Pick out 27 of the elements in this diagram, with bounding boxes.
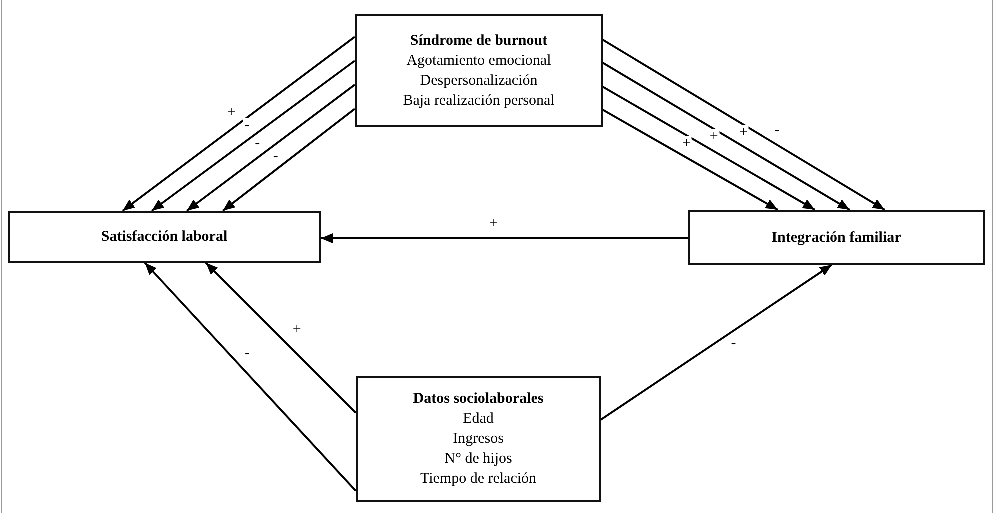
arrow xyxy=(205,262,357,414)
arrow xyxy=(602,86,816,211)
variable-label: Baja realización personal xyxy=(403,92,555,110)
box-heading: Datos sociolaborales xyxy=(413,390,544,409)
variable-label: Agotamiento emocional xyxy=(406,52,552,70)
arrow xyxy=(602,109,778,211)
arrow xyxy=(151,60,356,212)
arrow xyxy=(321,234,688,244)
variable-label: Tiempo de relación xyxy=(420,470,537,489)
arrow xyxy=(602,62,850,211)
variable-label: Despersonalización xyxy=(420,72,538,90)
arrow xyxy=(602,39,886,211)
variable-label: Edad xyxy=(463,410,494,429)
arrow xyxy=(600,264,833,421)
variable-label: Ingresos xyxy=(453,430,504,449)
text-box xyxy=(355,14,603,127)
box-heading: Síndrome de burnout xyxy=(410,32,548,50)
arrow xyxy=(144,262,357,492)
text-box xyxy=(356,376,601,502)
variable-label: N° de hijos xyxy=(444,450,512,469)
box-heading: Satisfacción laboral xyxy=(101,228,228,247)
arrow xyxy=(122,36,356,212)
arrow xyxy=(222,108,356,212)
text-box xyxy=(688,210,985,265)
text-box xyxy=(8,211,321,263)
box-heading: Integración familiar xyxy=(772,228,902,248)
arrow xyxy=(186,84,356,212)
